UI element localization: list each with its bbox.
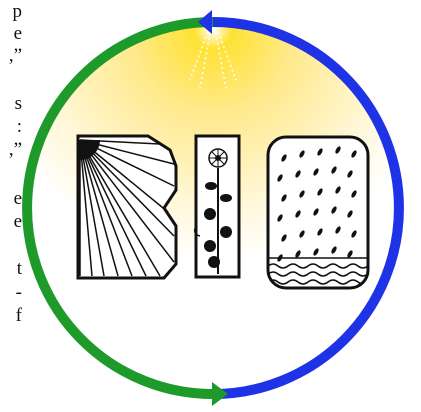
letter-i-plant	[195, 136, 239, 277]
letter-o-rain	[268, 137, 368, 288]
flower-icon	[209, 149, 227, 167]
letter-b-sun	[78, 136, 176, 278]
